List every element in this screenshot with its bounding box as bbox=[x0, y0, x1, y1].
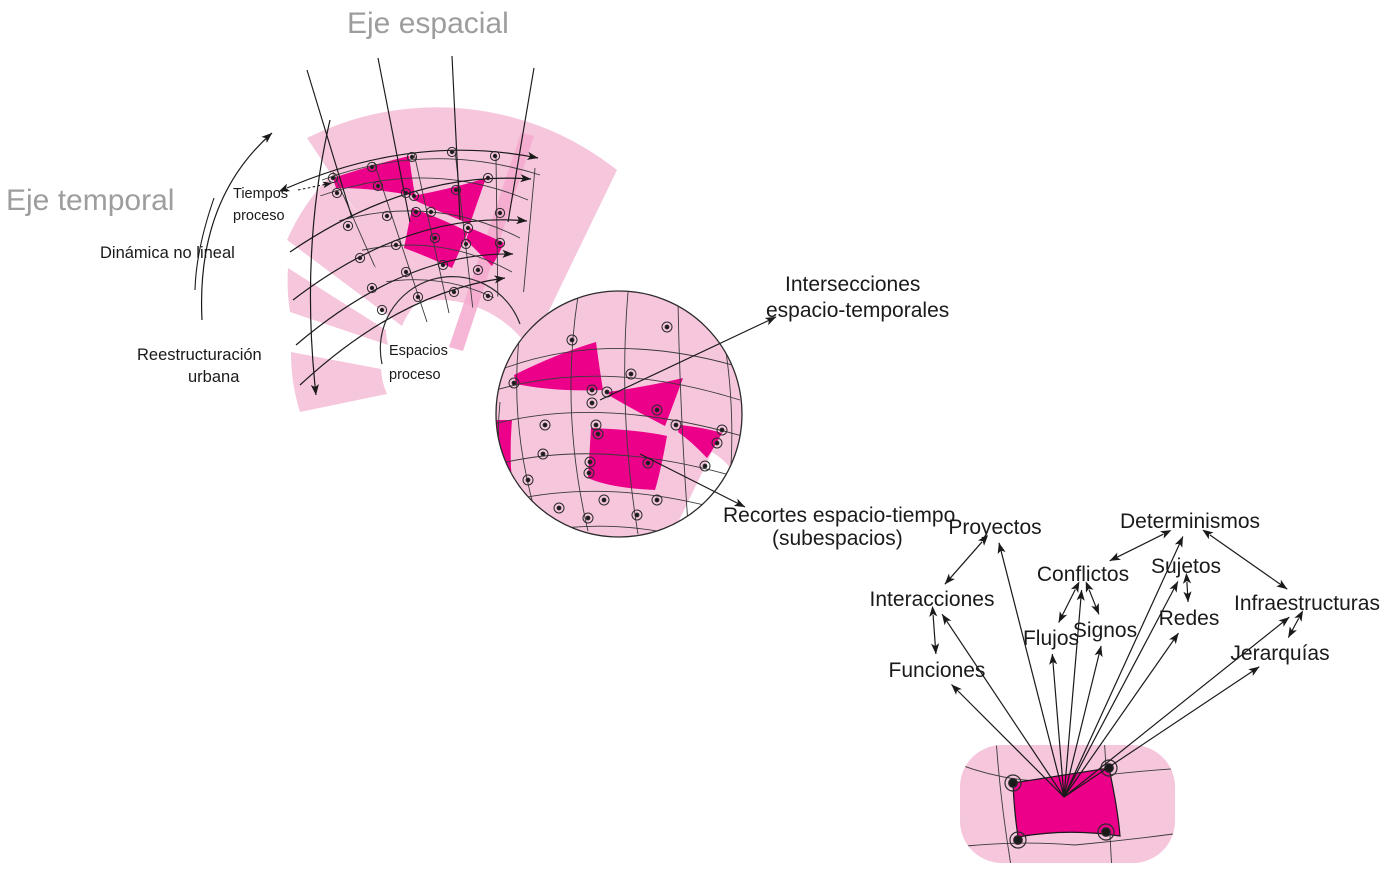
fan-long-ray-1 bbox=[306, 69, 353, 219]
axis-title-temporal: Eje temporal bbox=[6, 184, 174, 217]
magnified-cell-nodes bbox=[1004, 759, 1118, 849]
fan-sector-group bbox=[194, 55, 617, 412]
bidir-arrow-determinismos-conflictos bbox=[1109, 530, 1172, 562]
fan-band-bottom-left bbox=[290, 352, 387, 412]
label-espacios-line1: Espacios bbox=[389, 343, 448, 359]
magnified-cell-magenta bbox=[1012, 767, 1121, 838]
concept-label-proyectos: Proyectos bbox=[948, 516, 1041, 539]
fan-time-arc-3 bbox=[292, 215, 528, 301]
radial-arrow-funciones bbox=[951, 684, 1065, 798]
sphere-node-markers bbox=[508, 321, 728, 524]
radial-arrow-redes bbox=[1063, 632, 1179, 798]
radial-arrow-conflictos bbox=[1063, 589, 1085, 798]
label-dinamica-no-lineal: Dinámica no lineal bbox=[100, 244, 235, 262]
radial-arrow-interacciones bbox=[941, 613, 1065, 798]
axis-title-spatial: Eje espacial bbox=[347, 7, 509, 40]
sphere-cell-magenta-3 bbox=[588, 428, 667, 490]
radial-arrow-jerarquias bbox=[1063, 666, 1260, 798]
bidir-arrow-proyectos-interacciones bbox=[944, 534, 989, 585]
sphere-cell-magenta-2 bbox=[608, 378, 683, 426]
radial-arrow-determinismos bbox=[1063, 536, 1184, 798]
recortes-leader-arrow bbox=[639, 453, 746, 508]
bidir-arrow-conflictos-flujos bbox=[1058, 581, 1080, 623]
radial-arrow-sujetos bbox=[1063, 581, 1179, 798]
label-tiempos-line2: proceso bbox=[233, 208, 285, 224]
sphere-parallel-3 bbox=[496, 412, 742, 437]
bidir-arrow-conflictos-signos bbox=[1085, 581, 1100, 615]
concept-label-sujetos: Sujetos bbox=[1151, 555, 1221, 578]
label-tiempos-line1: Tiempos bbox=[233, 186, 288, 202]
sphere-parallel-1 bbox=[504, 348, 737, 369]
fan-arc-3 bbox=[327, 210, 521, 239]
radial-arrow-infraestructuras bbox=[1063, 616, 1290, 798]
concept-label-infraestructuras: Infraestructuras bbox=[1234, 592, 1380, 615]
fan-time-descending-curve bbox=[309, 119, 331, 396]
radial-arrow-proyectos bbox=[997, 542, 1065, 798]
sphere-meridian-4 bbox=[677, 301, 689, 525]
sphere-parallel-2 bbox=[496, 375, 741, 401]
sphere-body bbox=[496, 291, 742, 537]
fan-long-ray-3 bbox=[451, 55, 461, 221]
sphere-cell-magenta-1 bbox=[514, 342, 603, 391]
magnified-cell-group bbox=[929, 529, 1304, 863]
sphere-outline bbox=[495, 290, 743, 538]
label-espacios-line2: proceso bbox=[389, 367, 441, 383]
label-reestructuracion-line2: urbana bbox=[188, 368, 240, 386]
sphere-parallel-4 bbox=[497, 453, 741, 479]
fan-cell-magenta-4 bbox=[466, 228, 504, 266]
fan-inner-arc bbox=[379, 276, 521, 365]
concept-label-interacciones: Interacciones bbox=[870, 588, 995, 611]
intersecciones-leader-arrow bbox=[599, 316, 777, 401]
concept-label-signos: Signos bbox=[1073, 619, 1137, 642]
bidir-arrow-interacciones-funciones bbox=[929, 605, 940, 655]
fan-long-ray-4 bbox=[507, 67, 535, 223]
concept-label-flujos: Flujos bbox=[1023, 627, 1079, 650]
fan-node-markers bbox=[327, 146, 506, 316]
concept-label-funciones: Funciones bbox=[889, 659, 986, 682]
concept-label-jerarquias: Jerarquías bbox=[1230, 642, 1329, 665]
radial-arrow-flujos bbox=[1049, 653, 1065, 798]
concept-label-conflictos: Conflictos bbox=[1037, 563, 1129, 586]
label-reestructuracion-line1: Reestructuración bbox=[137, 346, 262, 364]
bidir-arrow-infraestructuras-jerarquias bbox=[1287, 610, 1304, 638]
bidir-arrow-sujetos-redes bbox=[1182, 572, 1192, 603]
fan-band-lower-left bbox=[287, 268, 388, 345]
fan-time-arc-4 bbox=[295, 249, 514, 346]
label-intersecciones-line1: Intersecciones bbox=[785, 273, 920, 296]
bidirectional-arrow-group bbox=[929, 529, 1304, 655]
radial-arrow-signos bbox=[1063, 645, 1103, 798]
tiempos-leader-line bbox=[297, 181, 333, 191]
label-recortes-line2: (subespacios) bbox=[772, 527, 903, 550]
fan-band-middle-left bbox=[287, 176, 420, 326]
concept-label-redes: Redes bbox=[1159, 607, 1220, 630]
sphere-cell-magenta-4 bbox=[678, 425, 722, 458]
radial-arrow-group bbox=[941, 536, 1290, 798]
mag-grid-v-left bbox=[995, 745, 1013, 863]
dinamica-leader-line bbox=[194, 197, 215, 291]
temporal-axis-arrow bbox=[200, 132, 273, 321]
label-recortes-line1: Recortes espacio-tiempo bbox=[723, 504, 955, 527]
bidir-arrow-determinismos-infraestructuras bbox=[1202, 529, 1288, 590]
mag-grid-h-bottom2 bbox=[1074, 831, 1175, 846]
sphere-meridian-3 bbox=[624, 291, 639, 535]
fan-time-arc-5 bbox=[299, 275, 506, 386]
label-intersecciones-line2: espacio-temporales bbox=[766, 299, 949, 322]
concept-label-determinismos: Determinismos bbox=[1120, 510, 1260, 533]
